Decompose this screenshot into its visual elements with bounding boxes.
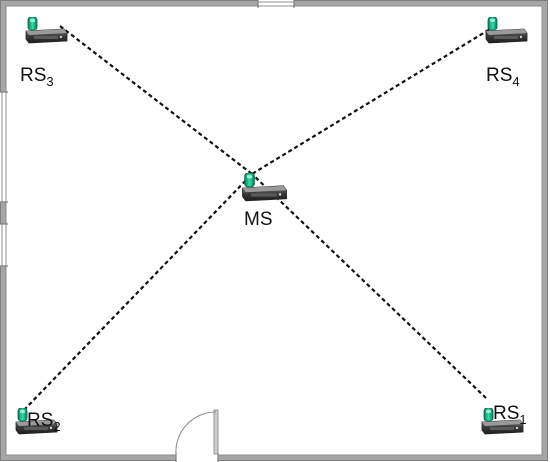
node-rs3: RS3 xyxy=(20,17,68,89)
rs3-label: RS3 xyxy=(20,65,54,89)
rs1-label: RS1 xyxy=(493,403,527,427)
link-rs3-ms xyxy=(59,25,253,175)
rs3-device-icon xyxy=(25,17,68,44)
door xyxy=(175,409,219,462)
top-window xyxy=(257,0,295,8)
node-ms: MS xyxy=(242,173,288,230)
left-window-lower xyxy=(0,223,8,267)
ms-label: MS xyxy=(244,209,273,230)
rs4-label: RS4 xyxy=(486,65,520,89)
ms-device-icon xyxy=(242,173,288,202)
node-rs2: RS2 xyxy=(15,408,61,435)
rs4-device-icon xyxy=(485,17,528,44)
link-group xyxy=(23,25,496,411)
rs2-label: RS2 xyxy=(27,410,61,434)
link-rs1-ms xyxy=(251,173,487,399)
node-rs1: RS1 xyxy=(481,403,527,435)
inner-wall-edge xyxy=(5,5,543,456)
link-rs2-ms xyxy=(23,173,253,411)
left-window-upper xyxy=(0,91,8,203)
link-rs4-ms xyxy=(251,25,496,175)
node-rs4: RS4 xyxy=(485,17,528,89)
